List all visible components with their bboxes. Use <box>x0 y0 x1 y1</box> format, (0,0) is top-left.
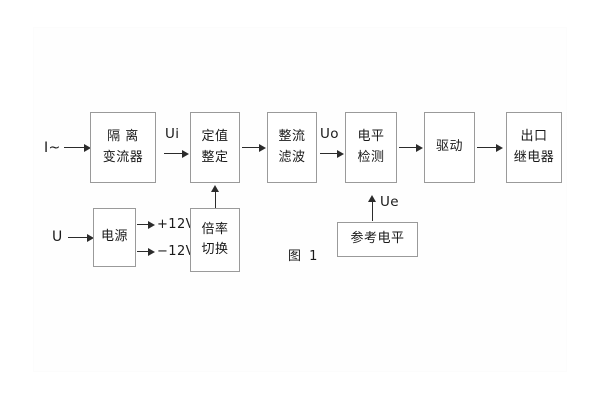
block-multiplier-switch-line1: 倍率 <box>201 221 229 237</box>
block-setting-adjustment-line1: 定值 <box>201 129 229 145</box>
rail-negative-label: −12V <box>157 244 195 259</box>
block-level-detection-line1: 电平 <box>357 129 385 145</box>
block-rectify-filter-line2: 滤波 <box>278 149 306 165</box>
block-level-detection-line2: 检测 <box>357 149 385 165</box>
rail-negative-line <box>137 251 151 252</box>
signal-ue-arrowhead <box>367 195 376 202</box>
signal-ui-arrowhead <box>182 149 189 158</box>
block-drive-line1: 驱动 <box>435 139 463 155</box>
voltage-input-arrowhead <box>87 233 94 242</box>
block-isolation-transformer[interactable]: 隔 离 变流器 <box>90 112 156 183</box>
signal-uo-arrowhead <box>337 149 344 158</box>
block-output-relay-line2: 继电器 <box>513 149 555 165</box>
signal-uo-label: Uo <box>320 126 339 142</box>
block-setting-adjustment[interactable]: 定值 整定 <box>190 112 240 183</box>
link-drive-to-relay-arrowhead <box>496 143 503 152</box>
block-reference-level[interactable]: 参考电平 <box>337 222 418 257</box>
voltage-input-line <box>68 237 90 238</box>
block-multiplier-switch-line2: 切换 <box>201 242 229 257</box>
current-input-label: I~ <box>44 140 61 156</box>
link-setting-to-rectify-arrowhead <box>259 143 266 152</box>
voltage-input-label: U <box>52 229 63 245</box>
signal-ui-label: Ui <box>165 126 180 142</box>
current-input-line <box>64 147 86 148</box>
block-output-relay[interactable]: 出口 继电器 <box>506 112 562 183</box>
link-multiplier-to-setting-line <box>214 190 216 208</box>
block-reference-level-line1: 参考电平 <box>350 231 405 247</box>
block-power-supply-line1: 电源 <box>100 229 128 245</box>
link-drive-to-relay-line <box>477 147 499 148</box>
signal-ue-line <box>371 200 373 221</box>
block-power-supply[interactable]: 电源 <box>93 208 136 267</box>
signal-uo-line <box>320 153 339 154</box>
diagram-panel <box>33 27 567 372</box>
current-input-arrowhead <box>84 143 91 152</box>
rail-positive-label: +12V <box>157 217 195 232</box>
rail-positive-line <box>137 224 151 225</box>
block-isolation-transformer-line2: 变流器 <box>102 149 144 165</box>
rail-positive-arrowhead <box>148 220 155 229</box>
figure-caption: 图 1 <box>288 249 320 264</box>
block-isolation-transformer-line1: 隔 离 <box>107 129 139 145</box>
signal-ui-line <box>164 153 184 154</box>
rail-negative-arrowhead <box>148 247 155 256</box>
block-level-detection[interactable]: 电平 检测 <box>345 112 397 183</box>
block-multiplier-switch[interactable]: 倍率 切换 <box>190 208 240 272</box>
link-multiplier-to-setting-arrowhead <box>210 185 219 192</box>
block-output-relay-line1: 出口 <box>520 129 548 145</box>
block-rectify-filter[interactable]: 整流 滤波 <box>267 112 317 183</box>
link-setting-to-rectify-line <box>242 147 262 148</box>
block-drive[interactable]: 驱动 <box>424 112 475 183</box>
signal-ue-label: Ue <box>380 194 399 210</box>
link-level-to-drive-line <box>399 147 419 148</box>
block-setting-adjustment-line2: 整定 <box>201 149 229 165</box>
block-rectify-filter-line1: 整流 <box>278 129 306 145</box>
link-level-to-drive-arrowhead <box>416 143 423 152</box>
